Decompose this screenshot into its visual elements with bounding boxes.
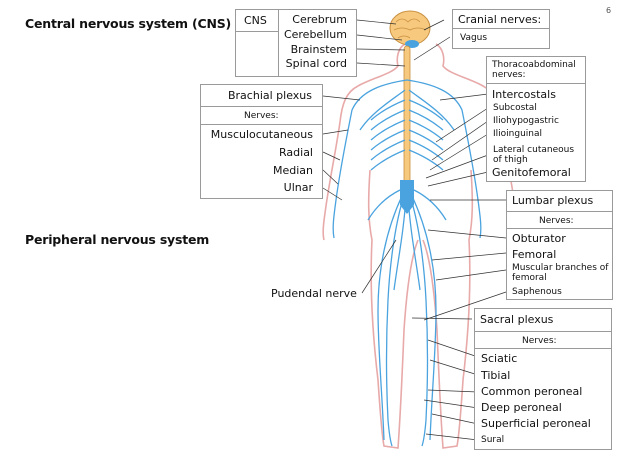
lumbar-item-obturator: Obturator	[512, 232, 566, 245]
sacral-item-sural: Sural	[481, 435, 505, 445]
cns-heading: Central nervous system (CNS)	[25, 16, 232, 31]
lumbar-item-saphenous: Saphenous	[512, 287, 562, 297]
cranial-divider	[452, 28, 550, 29]
leader-lines	[322, 19, 507, 441]
cns-box	[235, 9, 357, 77]
cranial-item-vagus: Vagus	[460, 33, 488, 43]
brachial-title: Brachial plexus	[227, 89, 312, 102]
brachial-nerves-header: Nerves:	[244, 111, 279, 121]
sacral-item-common-peroneal: Common peroneal	[481, 385, 583, 398]
page-number: 6	[606, 6, 612, 15]
cns-item-cerebrum: Cerebrum	[292, 13, 347, 26]
brain-folds	[393, 18, 427, 39]
sacral-title: Sacral plexus	[480, 313, 554, 326]
brachial-divider-1	[200, 106, 323, 107]
thoraco-item-intercostals: Intercostals	[492, 88, 556, 101]
sacral-divider-1	[474, 331, 612, 332]
thoraco-item-genitofemoral: Genitofemoral	[492, 166, 571, 179]
lumbar-item-femoral: Femoral	[512, 248, 557, 261]
pudendal-nerve-label: Pudendal nerve	[271, 287, 357, 300]
cns-tag: CNS	[244, 14, 267, 27]
lumbar-nerves-header: Nerves:	[539, 216, 574, 226]
brachial-divider-2	[200, 124, 323, 125]
cranial-title: Cranial nerves:	[458, 13, 542, 26]
cns-tag-underline	[235, 31, 278, 32]
sacral-item-sciatic: Sciatic	[481, 352, 518, 365]
sacral-divider-2	[474, 348, 612, 349]
brachial-item-ulnar: Ulnar	[283, 181, 313, 194]
thoraco-divider	[486, 83, 586, 84]
sacral-plexus-shape	[400, 180, 414, 214]
cns-item-spinal-cord: Spinal cord	[285, 57, 347, 70]
brachial-item-median: Median	[272, 164, 313, 177]
lumbar-divider-2	[506, 228, 613, 229]
lumbar-title: Lumbar plexus	[512, 194, 594, 207]
thoraco-item-ilioinguinal: Ilioinguinal	[493, 129, 543, 139]
thoraco-item-lateral-cutaneous: Lateral cutaneous of thigh	[493, 145, 575, 165]
thoraco-item-iliohypogastric: Iliohypogastric	[493, 116, 560, 126]
sacral-item-tibial: Tibial	[481, 369, 511, 382]
lumbar-item-muscular-branches: Muscular branches of femoral	[512, 263, 609, 283]
sacral-item-superficial-peroneal: Superficial peroneal	[481, 417, 591, 430]
thoracoabdominal-box	[486, 56, 586, 182]
brachial-plexus-box	[200, 84, 323, 199]
cns-item-cerebellum: Cerebellum	[283, 28, 347, 41]
thoraco-item-subcostal: Subcostal	[493, 103, 537, 113]
spinal-cord-shape	[403, 45, 411, 197]
sacral-item-deep-peroneal: Deep peroneal	[481, 401, 562, 414]
cns-tag-divider	[278, 9, 279, 77]
brachial-item-musculocutaneous: Musculocutaneous	[210, 128, 313, 141]
cranial-nerves-box	[452, 9, 550, 49]
cns-item-brainstem: Brainstem	[290, 43, 347, 56]
thoraco-title: Thoracoabdominal nerves:	[492, 60, 576, 80]
sacral-nerves-header: Nerves:	[522, 336, 557, 346]
lumbar-divider-1	[506, 211, 613, 212]
brachial-item-radial: Radial	[279, 146, 313, 159]
lumbar-plexus-box	[506, 190, 613, 300]
pns-heading: Peripheral nervous system	[25, 232, 210, 247]
brain-shape	[389, 10, 431, 46]
